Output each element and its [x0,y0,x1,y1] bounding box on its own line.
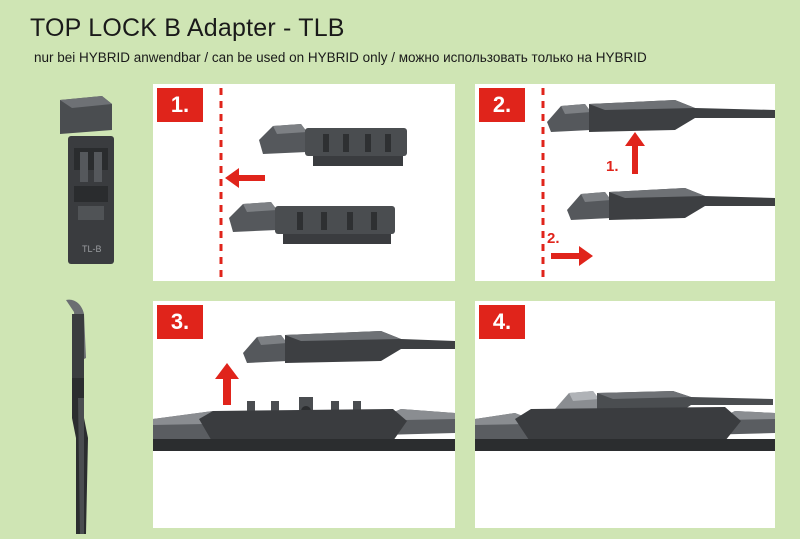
step-4-panel: 4. [475,301,775,528]
step-2-sub-label-2: 2. [547,230,560,247]
page-subtitle: nur bei HYBRID anwendbar / can be used o… [34,50,647,65]
step-1-badge: 1. [157,88,203,122]
step-3-illustration [153,331,455,451]
adapter-stamp-text: TL-B [82,244,102,254]
step-3-badge: 3. [157,305,203,339]
wiper-arm-side-image [66,299,88,534]
step-4-badge: 4. [479,305,525,339]
step-1-illustration [219,88,407,278]
step-2-badge: 2. [479,88,525,122]
step-3-panel: 3. [153,301,455,528]
step-2-illustration [541,88,775,278]
page-title: TOP LOCK B Adapter - TLB [30,14,345,42]
step-2-panel: 2. 1. 2. [475,84,775,281]
step-1-panel: 1. [153,84,455,281]
step-2-sub-label-1: 1. [606,158,619,175]
adapter-front-image: TL-B [60,96,114,264]
step-4-illustration [475,391,775,451]
